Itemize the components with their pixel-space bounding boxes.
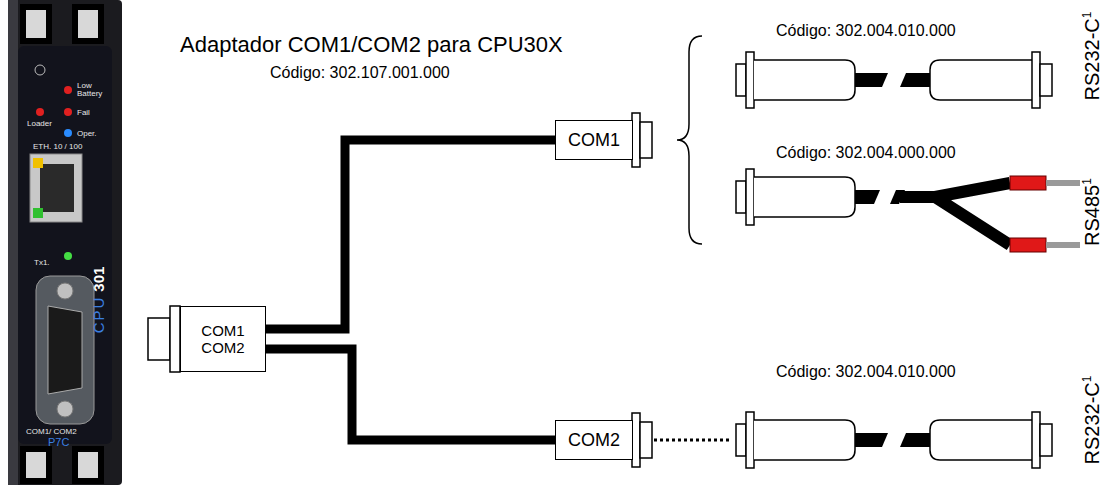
diagram-title: Adaptador COM1/COM2 para CPU30X bbox=[180, 32, 563, 58]
ferrule bbox=[1010, 238, 1046, 252]
led-label: Loader bbox=[27, 119, 52, 128]
cable-connector bbox=[266, 140, 555, 329]
connector-label: COM1 bbox=[568, 130, 620, 151]
model-label: CPU 301 bbox=[90, 267, 107, 334]
cable-connector bbox=[266, 349, 555, 440]
footnote-mark: 1 bbox=[1080, 12, 1094, 19]
port-label: ETH. 10 / 100 bbox=[33, 142, 82, 151]
interface-label: RS4851 bbox=[1080, 178, 1104, 246]
cable bbox=[855, 73, 930, 447]
footnote-mark: 1 bbox=[1080, 376, 1094, 383]
wire-tip bbox=[1046, 180, 1080, 186]
wire-tip bbox=[1046, 242, 1080, 248]
connector-box: COM1 COM2 bbox=[180, 306, 266, 372]
part-code: Código: 302.004.010.000 bbox=[776, 22, 956, 40]
model-name: CPU bbox=[90, 296, 107, 334]
model-number: 301 bbox=[90, 267, 107, 292]
dotted-link bbox=[654, 439, 732, 442]
part-code: Código: 302.107.001.000 bbox=[270, 64, 450, 82]
rs485-wires bbox=[900, 183, 1010, 245]
interface-name: RS485 bbox=[1081, 185, 1103, 246]
part-code: Código: 302.004.000.000 bbox=[776, 144, 956, 162]
connector-box: COM2 bbox=[555, 420, 633, 460]
led-label: Tx1. bbox=[34, 258, 50, 267]
connector-label: COM1 COM2 bbox=[201, 322, 244, 357]
connector-box: COM1 bbox=[555, 120, 633, 160]
connector-label: COM2 bbox=[568, 430, 620, 451]
connector-shell bbox=[148, 52, 1052, 468]
led-label: Low Battery bbox=[77, 82, 102, 99]
ferrule bbox=[1010, 176, 1046, 190]
interface-label: RS232-C1 bbox=[1080, 12, 1104, 101]
port-label: COM1/ COM2 bbox=[26, 427, 77, 436]
led-label: Fail bbox=[77, 108, 90, 117]
footnote-mark: 1 bbox=[1080, 178, 1094, 185]
led-label: Oper. bbox=[77, 129, 97, 138]
part-code: Código: 302.004.010.000 bbox=[776, 363, 956, 381]
interface-name: RS232-C bbox=[1081, 18, 1103, 100]
interface-label: RS232-C1 bbox=[1080, 376, 1104, 465]
brand-label: P7C bbox=[48, 436, 69, 448]
curly-brace bbox=[677, 36, 702, 244]
interface-name: RS232-C bbox=[1081, 382, 1103, 464]
